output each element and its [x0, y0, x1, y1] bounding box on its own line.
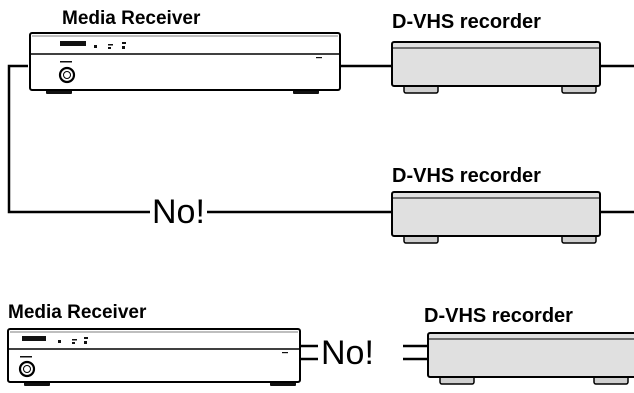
warning-no-bottom: No!: [320, 334, 375, 372]
media-receiver-label-bottom: Media Receiver: [8, 302, 147, 323]
recorder-1-label: D-VHS recorder: [392, 11, 541, 33]
recorder-2-label: D-VHS recorder: [392, 165, 541, 187]
media-receiver-bottom: [7, 328, 301, 386]
media-receiver-label-top: Media Receiver: [62, 8, 201, 29]
bottom-wiring: [300, 344, 428, 361]
warning-no-top: No!: [150, 193, 207, 231]
dvhs-recorder-bottom: [427, 332, 634, 385]
recorder-bottom-label: D-VHS recorder: [424, 305, 573, 327]
dvhs-recorder-1: [391, 41, 601, 94]
media-receiver-top: [29, 32, 341, 94]
dvhs-recorder-2: [391, 191, 601, 244]
